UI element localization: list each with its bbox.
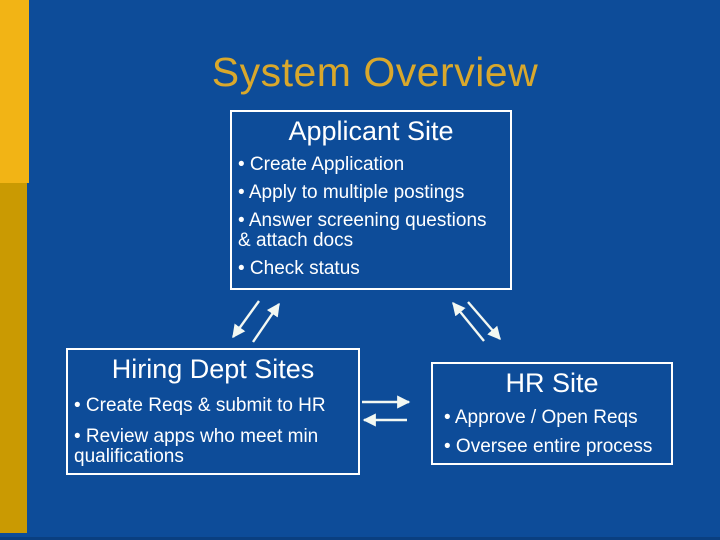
hr-site-box-title: HR Site bbox=[505, 368, 599, 398]
bullet-item: • Check status bbox=[238, 258, 360, 279]
slide-bottom-edge bbox=[0, 537, 720, 540]
hiring-dept-sites-box: Hiring Dept Sites • Create Reqs & submit… bbox=[66, 348, 360, 475]
sidebar-accent-bottom bbox=[0, 183, 27, 533]
sidebar-accent-top bbox=[0, 0, 29, 183]
bullet-item: • Create Application bbox=[238, 154, 405, 175]
bullet-item: • Review apps who meet min qualification… bbox=[74, 426, 319, 467]
arrow-hr-to-applicant-icon bbox=[452, 301, 485, 342]
arrow-hiring-to-applicant-icon bbox=[252, 302, 280, 343]
applicant-site-box: Applicant Site • Create Application • Ap… bbox=[230, 110, 512, 290]
arrow-applicant-to-hiring-icon bbox=[232, 300, 260, 339]
arrow-applicant-to-hr-icon bbox=[467, 301, 501, 340]
bullet-item: • Apply to multiple postings bbox=[238, 182, 465, 203]
bullet-item: • Answer screening questions & attach do… bbox=[238, 210, 487, 251]
slide-title: System Overview bbox=[211, 49, 539, 95]
hiring-dept-sites-box-title: Hiring Dept Sites bbox=[111, 354, 315, 384]
bullet-item: • Oversee entire process bbox=[444, 436, 653, 457]
hr-site-box: HR Site • Approve / Open Reqs • Oversee … bbox=[431, 362, 673, 465]
bullet-item: • Approve / Open Reqs bbox=[444, 407, 638, 428]
applicant-site-box-title: Applicant Site bbox=[288, 116, 454, 146]
bullet-item: • Create Reqs & submit to HR bbox=[74, 395, 326, 416]
